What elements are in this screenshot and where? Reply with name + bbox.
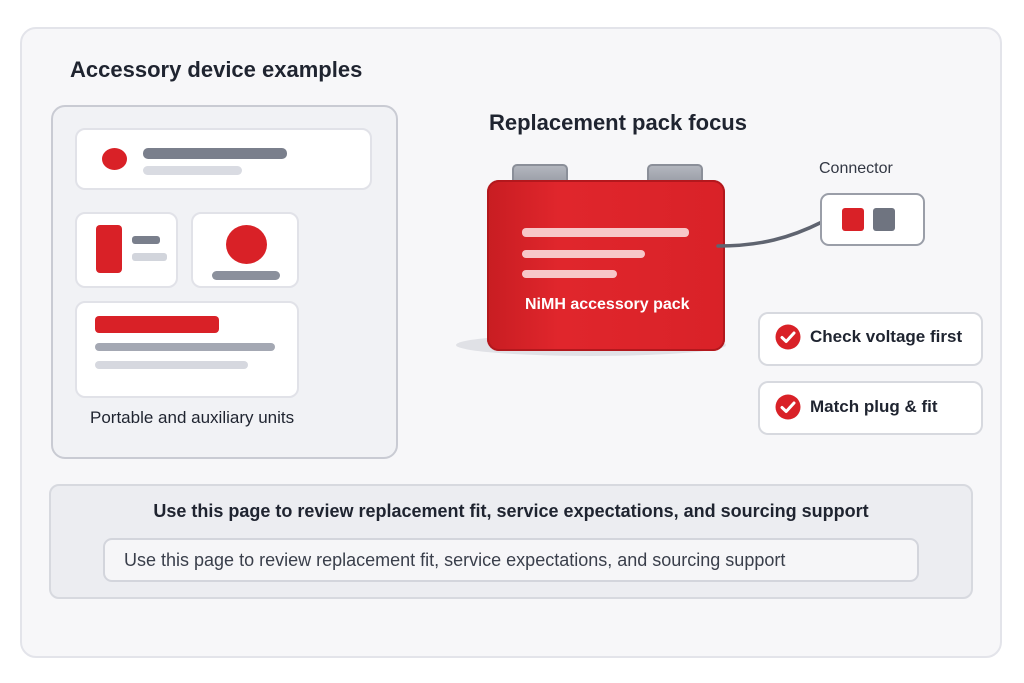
connector-label: Connector xyxy=(819,160,893,177)
placeholder-line xyxy=(95,343,275,351)
battery-pack-label: NiMH accessory pack xyxy=(525,296,690,313)
check-circle-icon xyxy=(775,324,801,350)
connector-pin-negative xyxy=(873,208,895,231)
connector-plug xyxy=(820,193,925,246)
check-circle-icon xyxy=(775,394,801,420)
checklist-item-label: Match plug & fit xyxy=(810,397,938,416)
red-block-icon xyxy=(96,225,122,273)
red-dot-icon xyxy=(102,148,127,170)
device-examples-caption: Portable and auxiliary units xyxy=(90,408,295,427)
battery-pack-illustration xyxy=(487,180,725,351)
battery-label-line xyxy=(522,270,617,278)
placeholder-line xyxy=(132,253,167,261)
accessory-section-title: Accessory device examples xyxy=(70,57,363,82)
placeholder-line xyxy=(143,148,287,159)
placeholder-line xyxy=(132,236,160,244)
red-circle-icon xyxy=(226,225,267,264)
summary-heading: Use this page to review replacement fit,… xyxy=(153,501,869,521)
placeholder-line xyxy=(143,166,242,175)
checklist-item-label: Check voltage first xyxy=(810,327,963,346)
pack-section-title: Replacement pack focus xyxy=(489,110,747,135)
battery-label-line xyxy=(522,250,645,258)
summary-text-field[interactable]: Use this page to review replacement fit,… xyxy=(103,538,919,582)
placeholder-line xyxy=(212,271,280,280)
battery-label-line xyxy=(522,228,689,237)
placeholder-red-bar xyxy=(95,316,219,333)
device-card-small-a xyxy=(75,212,178,288)
placeholder-line xyxy=(95,361,248,369)
connector-pin-positive xyxy=(842,208,864,231)
